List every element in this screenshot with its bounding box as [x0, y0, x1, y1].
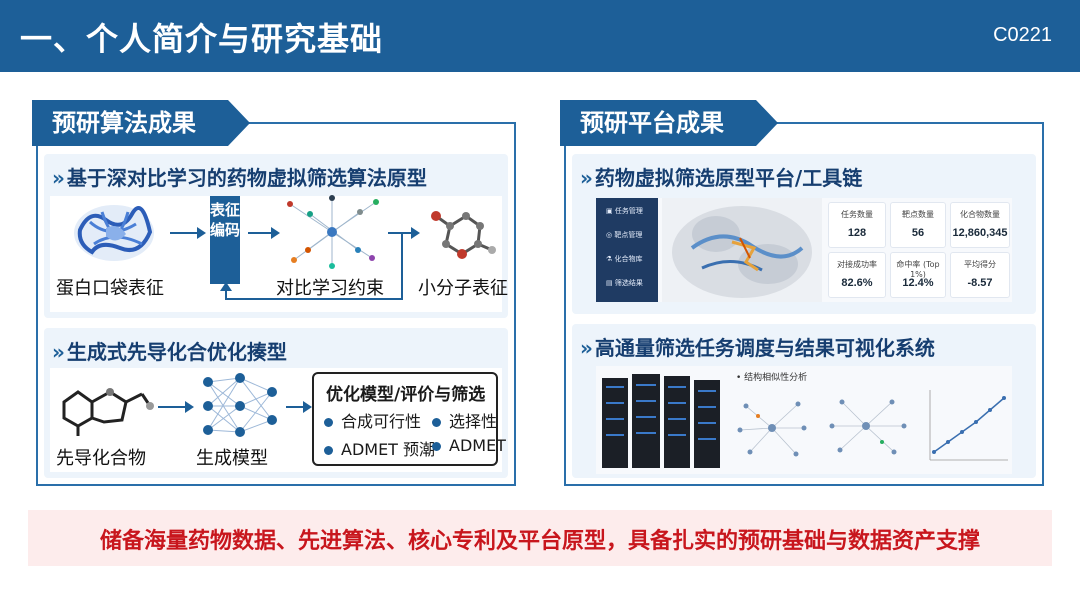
sidebar-item-targets[interactable]: ◎ 靶点管理 [606, 231, 643, 239]
stat-label: 平均得分 [964, 260, 996, 269]
screening-platform-card: »药物虚拟筛选原型平台/工具链 ▣ 任务管理 ◎ 靶点管理 ⚗ 化合物库 ▤ 筛… [572, 154, 1036, 314]
bullet-dot-icon: • [736, 373, 745, 383]
stat-label: 任务数量 [841, 210, 873, 219]
arrow-right-icon [248, 227, 280, 239]
lead-optimization-card: »生成式先导化合优化揍型 先导化合物 [44, 328, 508, 478]
stat-card: 平均得分 -8.57 [950, 252, 1010, 298]
double-chevron-icon: » [52, 340, 65, 364]
page-title: 一、个人简介与研究基础 [20, 20, 384, 58]
trend-line-chart [929, 390, 1008, 461]
contrastive-learning-heading: »基于深对比学习的药物虚拟筛选算法原型 [52, 166, 427, 190]
stat-value: 82.6% [841, 277, 873, 289]
algorithm-results-panel: »基于深对比学习的药物虚拟筛选算法原型 蛋白口袋表征 表征编码 [36, 122, 516, 486]
bullet-dot-icon [324, 418, 333, 427]
filter-icon: ▤ [606, 279, 615, 287]
criteria-item: 选择性 [432, 408, 497, 432]
arrow-right-icon [286, 401, 312, 413]
stat-card: 靶点数量 56 [890, 202, 946, 248]
double-chevron-icon: » [52, 166, 65, 190]
sidebar-item-results[interactable]: ▤ 筛选结果 [606, 279, 643, 287]
lead-compound-caption: 先导化合物 [56, 448, 146, 469]
contrastive-learning-card: »基于深对比学习的药物虚拟筛选算法原型 蛋白口袋表征 表征编码 [44, 154, 508, 318]
bullet-dot-icon [432, 442, 441, 451]
dashboard-sidebar: ▣ 任务管理 ◎ 靶点管理 ⚗ 化合物库 ▤ 筛选结果 [596, 198, 658, 302]
lead-optimization-diagram: 先导化合物 生成模型 优化模型/评价与筛 [50, 368, 506, 472]
arrow-right-icon [388, 227, 420, 239]
platform-dashboard: ▣ 任务管理 ◎ 靶点管理 ⚗ 化合物库 ▤ 筛选结果 任务数量 128 [596, 198, 1012, 302]
summary-text: 储备海量药物数据、先进算法、核心专利及平台原型，具备扎实的预研基础与数据资产支撑 [99, 529, 980, 554]
cluster-network-icon [737, 399, 907, 457]
similarity-analysis-title: • 结构相似性分析 [736, 373, 808, 383]
target-icon: ◎ [606, 231, 615, 239]
optimization-evaluation-title: 优化模型/评价与筛选 [326, 385, 486, 405]
algorithm-results-tab: 预研算法成果 [32, 100, 250, 146]
contrastive-learning-diagram: 蛋白口袋表征 表征编码 对比学习约束 [50, 195, 508, 312]
stat-value: -8.57 [967, 277, 993, 289]
arrow-right-icon [170, 227, 206, 239]
stat-value: 56 [911, 227, 925, 239]
small-molecule-icon [431, 211, 496, 259]
lead-compound-icon [62, 388, 154, 436]
stat-label: 化合物数量 [960, 210, 1000, 219]
platform-results-tab: 预研平台成果 [560, 100, 778, 146]
stat-label: 对接成功率 [837, 260, 877, 269]
representation-encoding-box: 表征编码 [210, 196, 240, 284]
stat-label: 命中率 (Top 1%) [896, 260, 940, 279]
slide-code: C0221 [993, 24, 1052, 46]
menu-icon: ▣ [606, 207, 615, 215]
stat-card: 命中率 (Top 1%) 12.4% [890, 252, 946, 298]
neural-network-icon [203, 373, 277, 437]
lead-optimization-heading: »生成式先导化合优化揍型 [52, 340, 287, 364]
criteria-item: ADMET [432, 436, 506, 455]
stat-value: 12,860,345 [952, 227, 1008, 239]
feedback-line [225, 286, 227, 298]
bullet-dot-icon [324, 446, 333, 455]
arrow-right-icon [158, 401, 194, 413]
bullet-dot-icon [432, 418, 441, 427]
small-molecule-caption: 小分子表征 [418, 278, 508, 299]
protein-pocket-caption: 蛋白口袋表征 [56, 278, 164, 299]
double-chevron-icon: » [580, 336, 593, 360]
header-bar: 一、个人简介与研究基础 C0221 [0, 0, 1080, 72]
contrastive-constraint-caption: 对比学习约束 [276, 278, 384, 299]
generative-model-caption: 生成模型 [196, 448, 268, 469]
visualization-dashboard: • 结构相似性分析 [596, 366, 1012, 474]
server-rack-icon [602, 374, 720, 468]
platform-results-panel: »药物虚拟筛选原型平台/工具链 ▣ 任务管理 ◎ 靶点管理 ⚗ 化合物库 ▤ 筛… [564, 122, 1044, 486]
stat-card: 对接成功率 82.6% [828, 252, 886, 298]
optimization-evaluation-box: 优化模型/评价与筛选 合成可行性 选择性 ADMET 预潮 ADMET [312, 372, 506, 466]
criteria-item: 合成可行性 [324, 408, 421, 432]
task-scheduling-card: »高通量筛选任务调度与结果可视化系统 • 结构相似性分析 [572, 324, 1036, 478]
feedback-line [225, 298, 403, 300]
stat-value: 128 [847, 227, 867, 239]
protein-surface-icon [662, 198, 822, 302]
summary-banner: 储备海量药物数据、先进算法、核心专利及平台原型，具备扎实的预研基础与数据资产支撑 [28, 510, 1052, 566]
flask-icon: ⚗ [606, 255, 615, 263]
double-chevron-icon: » [580, 166, 593, 190]
sidebar-item-compounds[interactable]: ⚗ 化合物库 [606, 255, 643, 263]
feedback-line [401, 232, 403, 300]
screening-platform-heading: »药物虚拟筛选原型平台/工具链 [580, 166, 863, 190]
sidebar-item-tasks[interactable]: ▣ 任务管理 [606, 207, 643, 215]
task-scheduling-heading: »高通量筛选任务调度与结果可视化系统 [580, 336, 935, 360]
stat-card: 任务数量 128 [828, 202, 886, 248]
stat-value: 12.4% [902, 277, 934, 289]
criteria-item: ADMET 预潮 [324, 436, 435, 460]
contrastive-network-icon [287, 195, 379, 269]
arrow-up-icon [220, 282, 232, 291]
stat-label: 靶点数量 [902, 210, 934, 219]
stat-card: 化合物数量 12,860,345 [950, 202, 1010, 248]
protein-structure-icon [74, 205, 154, 261]
